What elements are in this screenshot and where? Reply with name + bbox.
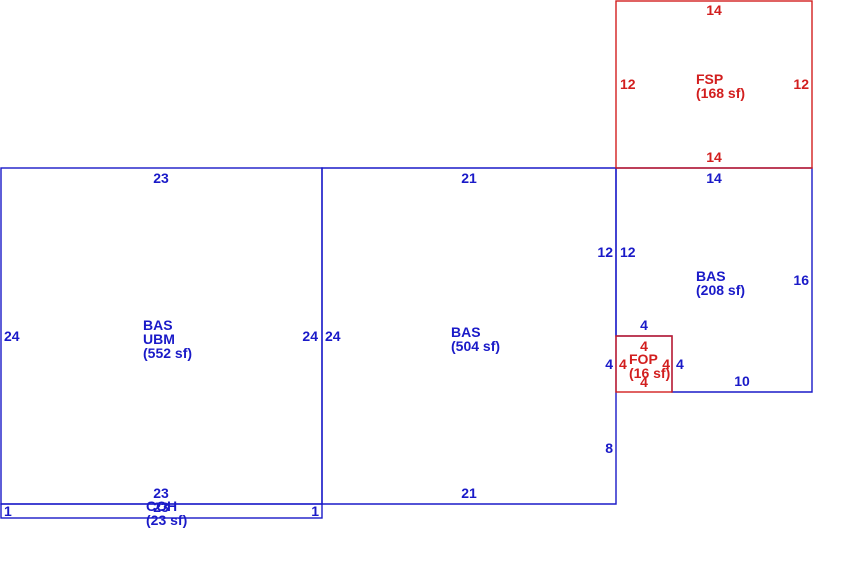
bas-ubm-dim-right: 24 [302,328,318,344]
bas-ubm-dim-bottom: 23 [153,485,169,501]
bas-mid-dim-bottom: 21 [461,485,477,501]
bas-mid-code: BAS [451,324,481,340]
bas-ubm-dim-left: 24 [4,328,20,344]
bas-mid-dim-top: 21 [461,170,477,186]
bas-right-dim-notch-side: 4 [676,356,684,372]
coh-code: COH [146,498,177,514]
fop-dim-left: 4 [619,356,627,372]
bas-ubm-code2: UBM [143,331,175,347]
bas-right-area: (208 sf) [696,282,745,298]
bas-ubm-code: BAS [143,317,173,333]
coh-dim-top: 23 [153,499,169,515]
fsp-dim-left: 12 [620,76,636,92]
bas-mid-outline [321,167,617,505]
bas-right-dim-notch-top: 4 [640,317,648,333]
bas-ubm-area: (552 sf) [143,345,192,361]
fop-dim-right: 4 [662,356,670,372]
fop-code: FOP [629,351,658,367]
bas-mid-dim-right-upper: 12 [597,244,613,260]
bas-right-code: BAS [696,268,726,284]
bas-mid-dim-right-lower: 8 [605,440,613,456]
bas-ubm-dim-top: 23 [153,170,169,186]
fsp-dim-right: 12 [793,76,809,92]
coh-dim-right: 1 [311,503,319,519]
bas-right-dim-top: 14 [706,170,722,186]
fop-dim-top: 4 [640,338,648,354]
coh-dim-left: 1 [4,503,12,519]
bas-mid-dim-right-mid: 4 [605,356,613,372]
bas-right-dim-left: 12 [620,244,636,260]
fop-area: (16 sf) [629,365,670,381]
fsp-dim-top: 14 [706,2,722,18]
bas-mid-dim-left: 24 [325,328,341,344]
coh-outline [0,503,323,519]
bas-right-dim-right: 16 [793,272,809,288]
fsp-area: (168 sf) [696,85,745,101]
bas-mid-area: (504 sf) [451,338,500,354]
fsp-code: FSP [696,71,723,87]
fsp-outline [615,0,813,169]
fop-outline [615,335,673,393]
fsp-dim-bottom: 14 [706,149,722,165]
bas-right-dim-bottom: 10 [734,373,750,389]
fop-dim-bottom: 4 [640,374,648,390]
coh-area: (23 sf) [146,512,187,528]
